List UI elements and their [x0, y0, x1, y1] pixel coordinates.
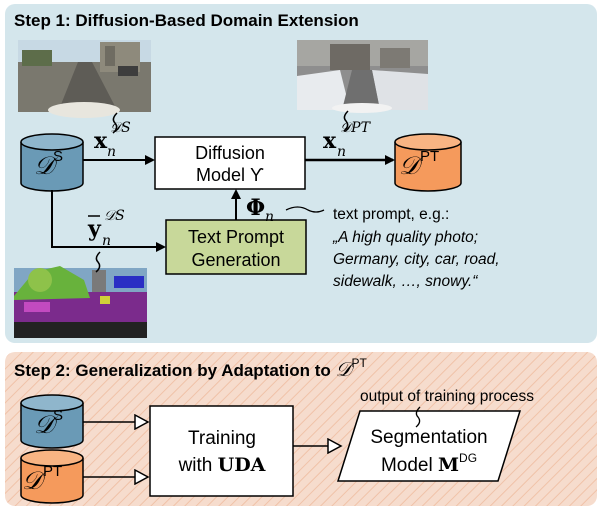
segmentation-box-line1: Segmentation	[370, 427, 487, 448]
squiggle-output-note	[415, 406, 421, 428]
source-image-variable: x n 𝒟S	[94, 120, 131, 160]
svg-text:x: x	[323, 128, 337, 154]
step2-source-database-cylinder: 𝒟 S	[20, 394, 84, 449]
diffusion-model-box	[154, 136, 306, 190]
training-uda-box	[149, 405, 294, 497]
squiggle-source-image	[112, 112, 118, 134]
prompt-callout-line	[285, 206, 325, 213]
diffusion-box-line1: Diffusion	[195, 143, 265, 163]
target-db-superscript: PT	[420, 148, 439, 165]
text-prompt-box-line1: Text Prompt	[188, 227, 284, 247]
source-image-thumbnail	[18, 40, 151, 118]
svg-text:x: x	[94, 128, 108, 154]
svg-text:PT: PT	[43, 463, 62, 480]
generated-image-variable: x n 𝒟PT	[323, 120, 372, 160]
svg-text:Φ: Φ	[246, 195, 265, 221]
prompt-intro: text prompt, e.g.:	[333, 206, 449, 223]
target-database-cylinder: 𝒟 PT	[394, 133, 462, 192]
svg-text:y: y	[87, 216, 102, 242]
diffusion-box-line2: Model ϒ	[196, 165, 264, 185]
svg-text:𝒟S: 𝒟S	[110, 120, 131, 136]
source-db-superscript: S	[53, 148, 63, 165]
svg-text:𝒟PT: 𝒟PT	[340, 120, 372, 136]
svg-text:n: n	[102, 233, 111, 249]
squiggle-label-map	[95, 251, 101, 273]
svg-text:S: S	[53, 407, 63, 424]
text-prompt-generation-box	[165, 219, 307, 275]
prompt-line3: sidewalk, …, snowy.“	[333, 273, 478, 290]
text-prompt-variable: Φ n	[246, 195, 274, 225]
training-box-line1: Training	[188, 428, 256, 449]
source-database-cylinder: 𝒟 S	[20, 133, 84, 192]
squiggle-generated-image	[343, 110, 349, 132]
svg-text:n: n	[107, 144, 116, 160]
arrow-source-to-text-prompt	[51, 190, 166, 252]
generated-image-thumbnail	[297, 40, 428, 113]
step2-target-database-cylinder: 𝒟 PT	[20, 449, 84, 504]
step2-title: Step 2: Generalization by Adaptation to …	[14, 356, 367, 381]
prompt-line2: Germany, city, car, road,	[333, 251, 500, 268]
svg-text:𝒟S: 𝒟S	[104, 208, 125, 224]
segmentation-box-line2: Model MDG	[381, 451, 477, 476]
svg-text:n: n	[265, 209, 274, 225]
source-label-thumbnail	[14, 266, 147, 338]
step1-title: Step 1: Diffusion-Based Domain Extension	[14, 11, 359, 30]
svg-text:n: n	[337, 144, 346, 160]
text-prompt-box-line2: Generation	[191, 250, 280, 270]
output-note: output of training process	[360, 388, 534, 405]
prompt-line1: „A high quality photo;	[332, 229, 478, 246]
training-box-line2: with UDA	[178, 454, 266, 476]
source-label-variable: y n 𝒟S	[87, 208, 125, 249]
prompt-example-annotation: text prompt, e.g.: „A high quality photo…	[332, 206, 500, 290]
segmentation-model-output	[336, 410, 522, 482]
